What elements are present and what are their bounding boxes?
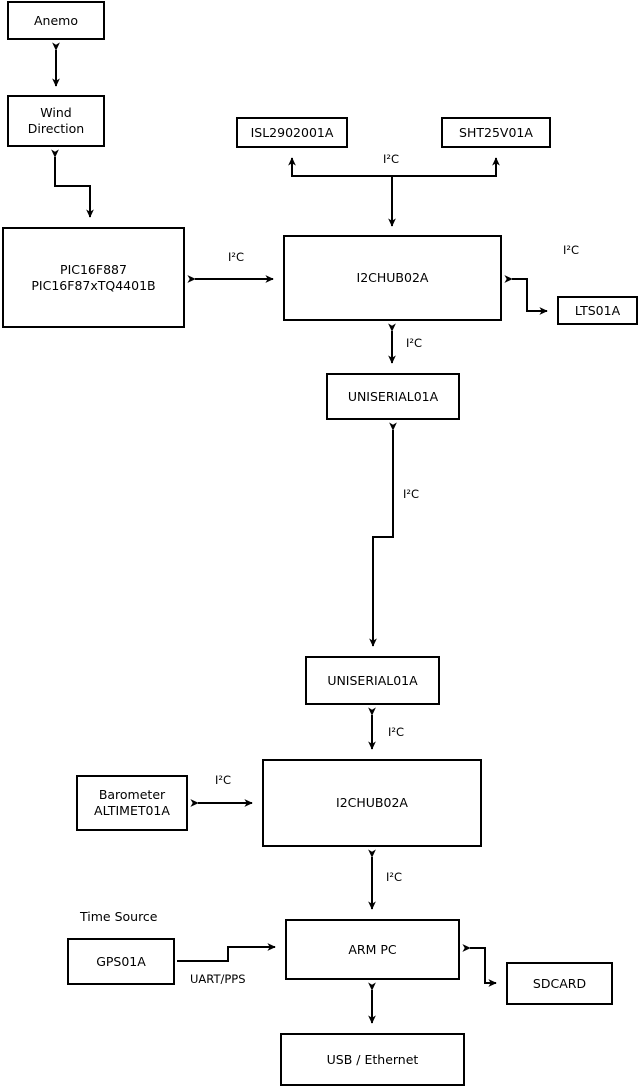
node-arm-pc-label: ARM PC bbox=[348, 941, 397, 957]
edge-label-i2c-lts: I²C bbox=[563, 243, 580, 257]
node-sdcard-label: SDCARD bbox=[532, 975, 587, 991]
node-pic-microcontroller-label: PIC16F887 PIC16F87xTQ4401B bbox=[31, 261, 156, 293]
connector-uniserial-link bbox=[369, 422, 397, 647]
edge-label-uart-pps: UART/PPS bbox=[190, 972, 246, 986]
node-barometer-altimet01a[interactable]: Barometer ALTIMET01A bbox=[76, 775, 188, 831]
node-uniserial01a-top[interactable]: UNISERIAL01A bbox=[326, 373, 460, 420]
edge-label-i2c-sensors: I²C bbox=[383, 152, 400, 166]
node-i2chub02a-top-label: I2CHUB02A bbox=[356, 270, 429, 286]
node-pic-microcontroller[interactable]: PIC16F887 PIC16F87xTQ4401B bbox=[2, 227, 185, 328]
node-barometer-altimet01a-label: Barometer ALTIMET01A bbox=[94, 787, 170, 818]
connector-wind-pic bbox=[51, 149, 94, 218]
edge-label-i2c-barometer: I²C bbox=[215, 773, 232, 787]
edge-label-i2c-uniserial-hub-bottom: I²C bbox=[388, 725, 405, 739]
node-wind-direction[interactable]: Wind Direction bbox=[7, 95, 105, 147]
edge-label-i2c-uniserial-link: I²C bbox=[403, 487, 420, 501]
node-anemo-label: Anemo bbox=[34, 12, 78, 28]
connector-hub-top-sensors bbox=[288, 157, 500, 227]
node-wind-direction-label: Wind Direction bbox=[27, 105, 85, 136]
edge-label-i2c-pic-hub: I²C bbox=[228, 250, 245, 264]
node-anemo[interactable]: Anemo bbox=[7, 1, 105, 40]
node-gps01a-label: GPS01A bbox=[96, 953, 146, 969]
edge-label-i2c-hub-armpc: I²C bbox=[386, 870, 403, 884]
node-uniserial01a-top-label: UNISERIAL01A bbox=[347, 388, 439, 404]
label-time-source: Time Source bbox=[80, 909, 158, 924]
node-isl2902001a-label: ISL2902001A bbox=[250, 124, 334, 140]
node-i2chub02a-bottom[interactable]: I2CHUB02A bbox=[262, 759, 482, 847]
node-sht25v01a[interactable]: SHT25V01A bbox=[441, 117, 551, 148]
node-isl2902001a[interactable]: ISL2902001A bbox=[236, 117, 348, 148]
node-gps01a[interactable]: GPS01A bbox=[67, 938, 175, 985]
node-usb-ethernet[interactable]: USB / Ethernet bbox=[280, 1033, 465, 1086]
node-i2chub02a-top[interactable]: I2CHUB02A bbox=[283, 235, 502, 321]
node-sdcard[interactable]: SDCARD bbox=[506, 962, 613, 1005]
connector-armpc-sdcard bbox=[462, 944, 497, 987]
node-usb-ethernet-label: USB / Ethernet bbox=[326, 1051, 419, 1067]
node-lts01a[interactable]: LTS01A bbox=[557, 296, 638, 325]
connector-hub-top-lts bbox=[504, 275, 548, 315]
node-uniserial01a-bottom[interactable]: UNISERIAL01A bbox=[305, 656, 440, 705]
node-uniserial01a-bottom-label: UNISERIAL01A bbox=[327, 672, 418, 688]
node-arm-pc[interactable]: ARM PC bbox=[285, 919, 460, 980]
node-i2chub02a-bottom-label: I2CHUB02A bbox=[336, 795, 408, 811]
node-lts01a-label: LTS01A bbox=[574, 302, 621, 318]
edge-label-i2c-hub-uniserial: I²C bbox=[406, 336, 423, 350]
node-sht25v01a-label: SHT25V01A bbox=[459, 124, 533, 140]
connector-gps-armpc bbox=[177, 943, 276, 962]
